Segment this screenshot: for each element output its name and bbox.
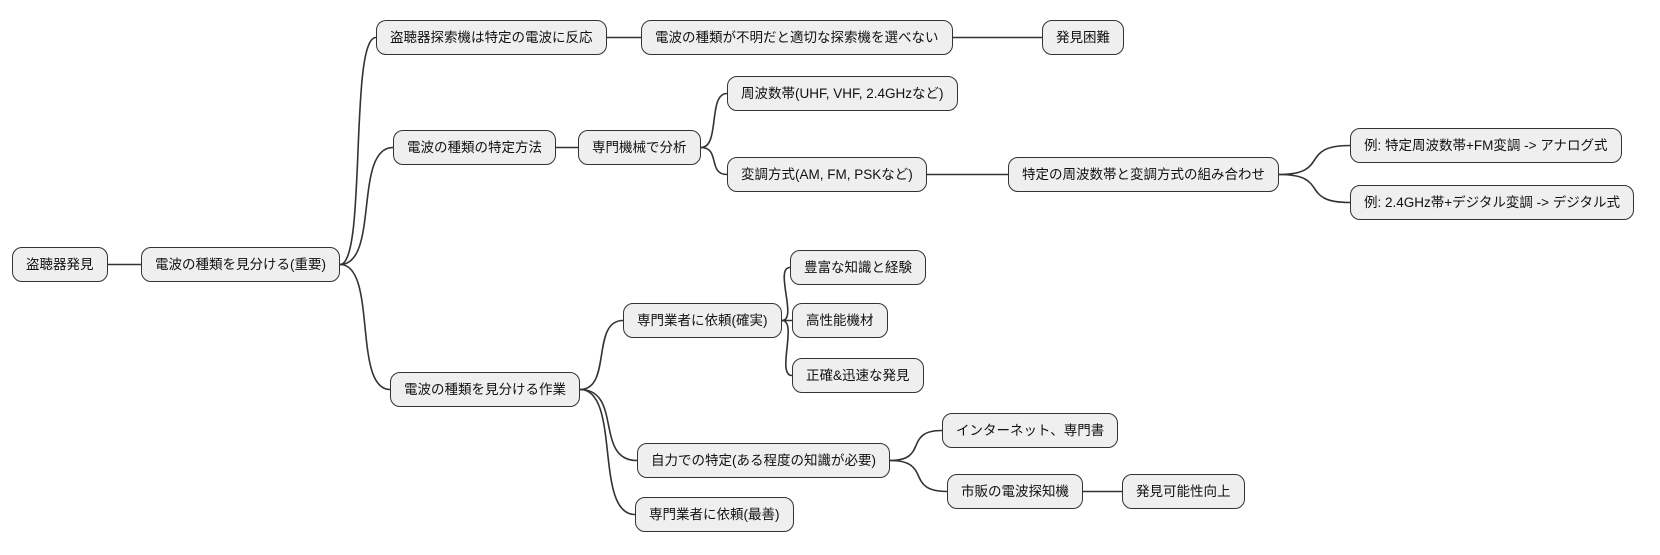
mindmap-node-mod: 変調方式(AM, FM, PSKなど)	[727, 157, 927, 192]
mindmap-node-accurate: 正確&迅速な発見	[792, 358, 924, 393]
mindmap-node-pro: 専門業者に依頼(確実)	[623, 303, 782, 338]
mindmap-edge-combo-ex_digital	[1278, 173, 1351, 204]
mindmap-node-improve: 発見可能性向上	[1122, 474, 1245, 509]
mindmap-edge-important-method	[339, 146, 394, 266]
mindmap-node-combo: 特定の周波数帯と変調方式の組み合わせ	[1008, 157, 1279, 192]
mindmap-node-freq: 周波数帯(UHF, VHF, 2.4GHzなど)	[727, 76, 958, 111]
mindmap-node-self: 自力での特定(ある程度の知識が必要)	[637, 443, 890, 478]
mindmap-edge-analyze-mod	[700, 146, 728, 176]
mindmap-edge-self-internet	[889, 429, 943, 462]
mindmap-edge-combo-ex_analog	[1278, 144, 1351, 176]
mindmap-edge-pro-accurate	[781, 319, 793, 377]
mindmap-edge-important-work	[339, 263, 391, 391]
mindmap-node-unknown: 電波の種類が不明だと適切な探索機を選べない	[641, 20, 953, 55]
mindmap-node-hard: 発見困難	[1042, 20, 1124, 55]
mindmap-edge-work-best	[579, 388, 636, 516]
mindmap-node-knowledge: 豊富な知識と経験	[790, 250, 926, 285]
mindmap-edge-pro-knowledge	[781, 266, 791, 322]
mindmap-node-important: 電波の種類を見分ける(重要)	[141, 247, 340, 282]
mindmap-node-ex_analog: 例: 特定周波数帯+FM変調 -> アナログ式	[1350, 128, 1622, 163]
mindmap-edge-self-retail	[889, 459, 948, 493]
mindmap-node-method: 電波の種類の特定方法	[393, 130, 556, 165]
mindmap-edge-work-pro	[579, 319, 624, 391]
mindmap-node-detector: 盗聴器探索機は特定の電波に反応	[376, 20, 607, 55]
mindmap-node-internet: インターネット、専門書	[942, 413, 1119, 448]
mindmap-edge-important-detector	[339, 36, 377, 266]
mindmap-edge-work-self	[579, 388, 638, 462]
mindmap-edge-analyze-freq	[700, 92, 728, 149]
mindmap-node-work: 電波の種類を見分ける作業	[390, 372, 580, 407]
mindmap-node-best: 専門業者に依頼(最善)	[635, 497, 794, 532]
mindmap-node-root: 盗聴器発見	[12, 247, 108, 282]
mindmap-node-analyze: 専門機械で分析	[578, 130, 701, 165]
mindmap-node-retail: 市販の電波探知機	[947, 474, 1083, 509]
mindmap-node-equipment: 高性能機材	[792, 303, 888, 338]
mindmap-node-ex_digital: 例: 2.4GHz帯+デジタル変調 -> デジタル式	[1350, 185, 1634, 220]
